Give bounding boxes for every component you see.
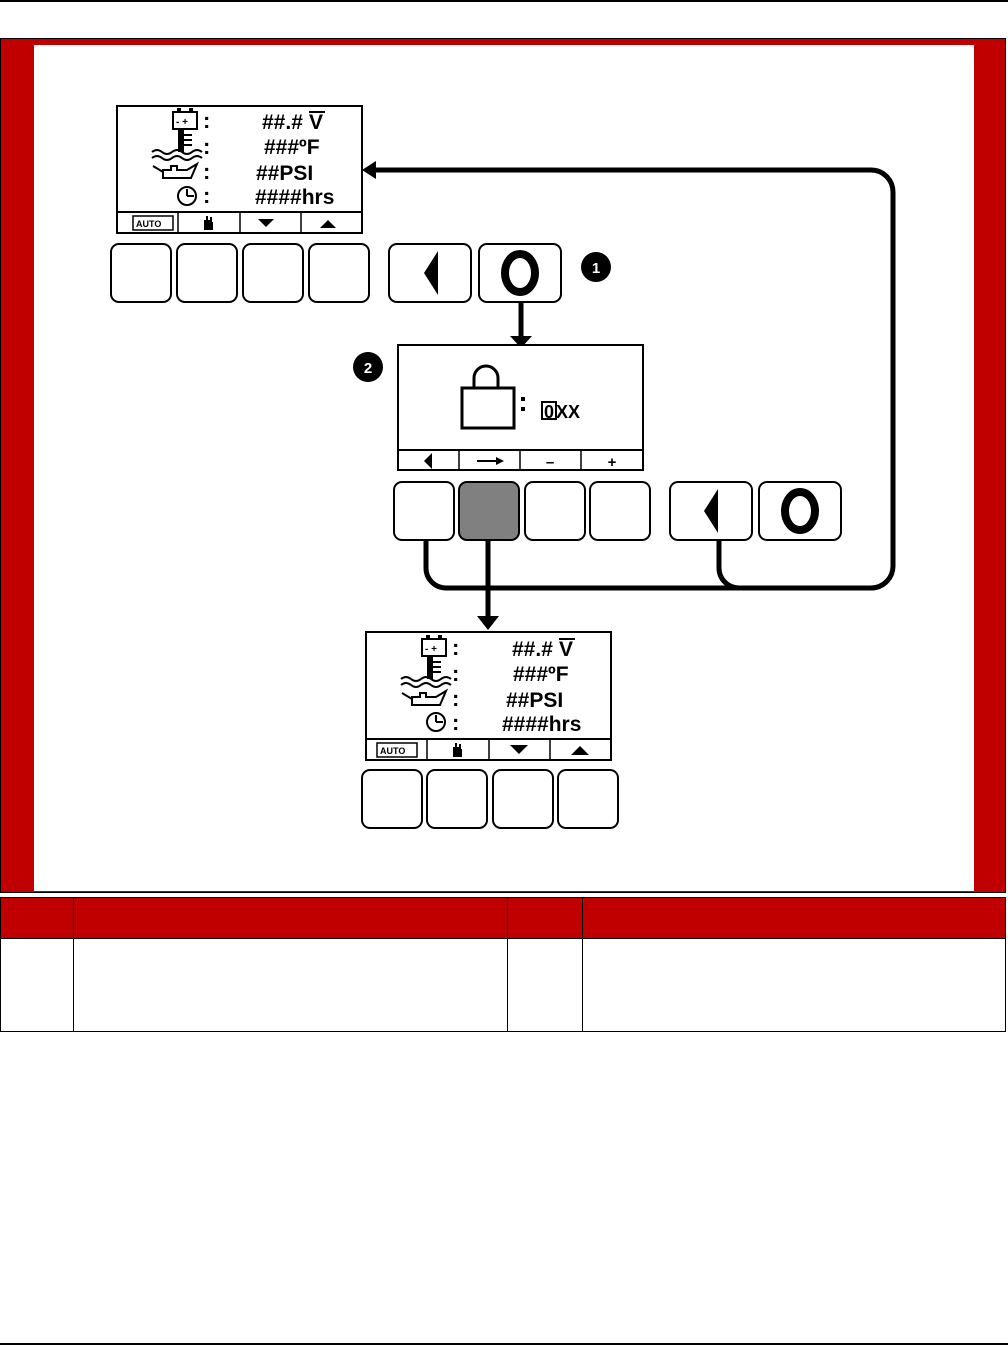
top-rule bbox=[0, 0, 1008, 2]
battery-unit: V bbox=[309, 111, 323, 134]
back-arrow-icon bbox=[424, 251, 438, 295]
legend-head-cell-3 bbox=[507, 897, 583, 939]
oil-can-icon bbox=[401, 688, 449, 706]
figure-area: - + : ##.# V : ###ºF : ##PSI : bbox=[34, 45, 974, 891]
lock-softkey-3 bbox=[524, 481, 586, 541]
softkey-3 bbox=[242, 243, 304, 303]
return-path bbox=[376, 167, 896, 591]
svg-text::: : bbox=[203, 183, 210, 208]
minus-label: – bbox=[546, 454, 554, 471]
legend-body-row bbox=[0, 938, 1006, 1032]
off-button-2 bbox=[758, 481, 842, 541]
battery-value-2: ##.# bbox=[512, 638, 553, 661]
back-arrow-icon-2 bbox=[704, 489, 718, 533]
svg-text::: : bbox=[203, 159, 210, 184]
hours-value-2: ####hrs bbox=[502, 713, 581, 736]
clock-icon bbox=[177, 186, 197, 206]
svg-text::: : bbox=[452, 686, 459, 711]
svg-text:- +: - + bbox=[176, 117, 188, 128]
softkey-1 bbox=[110, 243, 172, 303]
oil-can-icon bbox=[152, 161, 200, 179]
hand-icon bbox=[204, 216, 213, 230]
legend-head-cell-2 bbox=[73, 897, 508, 939]
result-lcd-screen: - + : ##.# V : ###ºF : ##PSI : ####hrs bbox=[365, 631, 612, 761]
lock-softkey-4 bbox=[589, 481, 651, 541]
result-softkey-buttons[interactable] bbox=[361, 769, 619, 829]
svg-text:AUTO: AUTO bbox=[380, 746, 405, 756]
coolant-temp-icon bbox=[400, 657, 452, 688]
oil-value-2: ##PSI bbox=[506, 689, 563, 712]
legend-cell-4 bbox=[582, 938, 1006, 1032]
legend-head-cell-1 bbox=[0, 897, 74, 939]
softkey-4 bbox=[308, 243, 370, 303]
plus-label: + bbox=[608, 454, 617, 471]
result-softkey-2 bbox=[426, 769, 488, 829]
code-digit-active: 0 bbox=[544, 402, 554, 422]
svg-text:- +: - + bbox=[425, 644, 437, 655]
off-button-icon bbox=[501, 250, 539, 296]
down-arrow-icon bbox=[510, 745, 528, 754]
svg-text:2: 2 bbox=[364, 360, 372, 377]
coolant-value: ###ºF bbox=[264, 136, 320, 159]
code-digits-rest: XX bbox=[556, 402, 580, 422]
back-off-buttons-bottom[interactable] bbox=[669, 481, 842, 541]
main-softkey-buttons[interactable] bbox=[110, 243, 370, 303]
off-button-icon-2 bbox=[781, 488, 819, 534]
oil-value: ##PSI bbox=[256, 162, 313, 185]
right-arrow-icon bbox=[477, 457, 504, 465]
svg-text::: : bbox=[203, 134, 210, 159]
lock-softkey-2-pressed bbox=[458, 481, 520, 541]
lock-softkey-1 bbox=[393, 481, 455, 541]
svg-text:AUTO: AUTO bbox=[136, 219, 161, 229]
back-off-buttons-top[interactable] bbox=[388, 243, 562, 303]
return-arrowhead bbox=[362, 161, 376, 179]
up-arrow-icon bbox=[571, 746, 589, 755]
auto-cycle-icon: AUTO bbox=[376, 742, 418, 758]
coolant-value-2: ###ºF bbox=[513, 663, 569, 686]
battery-value: ##.# bbox=[262, 111, 303, 134]
legend-head-cell-4 bbox=[582, 897, 1006, 939]
svg-text::: : bbox=[452, 635, 459, 660]
colon: : bbox=[203, 108, 210, 133]
lock-lcd-screen: 0 XX – + bbox=[397, 344, 644, 471]
coolant-temp-icon bbox=[151, 130, 203, 161]
clock-icon bbox=[426, 712, 446, 732]
svg-text:1: 1 bbox=[592, 260, 600, 277]
hand-icon bbox=[453, 743, 462, 757]
callout-1: 1 bbox=[581, 252, 611, 282]
legend-header-row bbox=[0, 897, 1006, 939]
battery-icon: - + bbox=[172, 108, 198, 130]
svg-text::: : bbox=[452, 710, 459, 735]
result-softkey-1 bbox=[361, 769, 423, 829]
legend-cell-3 bbox=[507, 938, 583, 1032]
softkey-2 bbox=[176, 243, 238, 303]
main-lcd-screen: - + : ##.# V : ###ºF : ##PSI : bbox=[116, 105, 363, 234]
svg-text::: : bbox=[452, 661, 459, 686]
legend-cell-1 bbox=[0, 938, 74, 1032]
left-arrow-icon bbox=[424, 453, 432, 469]
battery-unit-2: V bbox=[559, 638, 573, 661]
down-arrow-icon bbox=[258, 219, 274, 227]
legend-cell-2 bbox=[73, 938, 508, 1032]
callout-legend-table bbox=[0, 897, 1006, 1032]
callout-2: 2 bbox=[353, 352, 383, 382]
result-softkey-4 bbox=[557, 769, 619, 829]
bottom-rule bbox=[0, 1343, 1008, 1345]
padlock-icon bbox=[460, 364, 516, 430]
up-arrow-icon bbox=[320, 220, 336, 228]
procedure-diagram: - + : ##.# V : ###ºF : ##PSI : bbox=[110, 105, 896, 829]
battery-icon: - + bbox=[421, 635, 447, 657]
auto-cycle-icon: AUTO bbox=[132, 215, 174, 231]
hours-value: ####hrs bbox=[255, 186, 334, 209]
off-button bbox=[478, 243, 562, 303]
result-softkey-3 bbox=[492, 769, 554, 829]
lock-softkey-buttons[interactable] bbox=[393, 481, 651, 541]
